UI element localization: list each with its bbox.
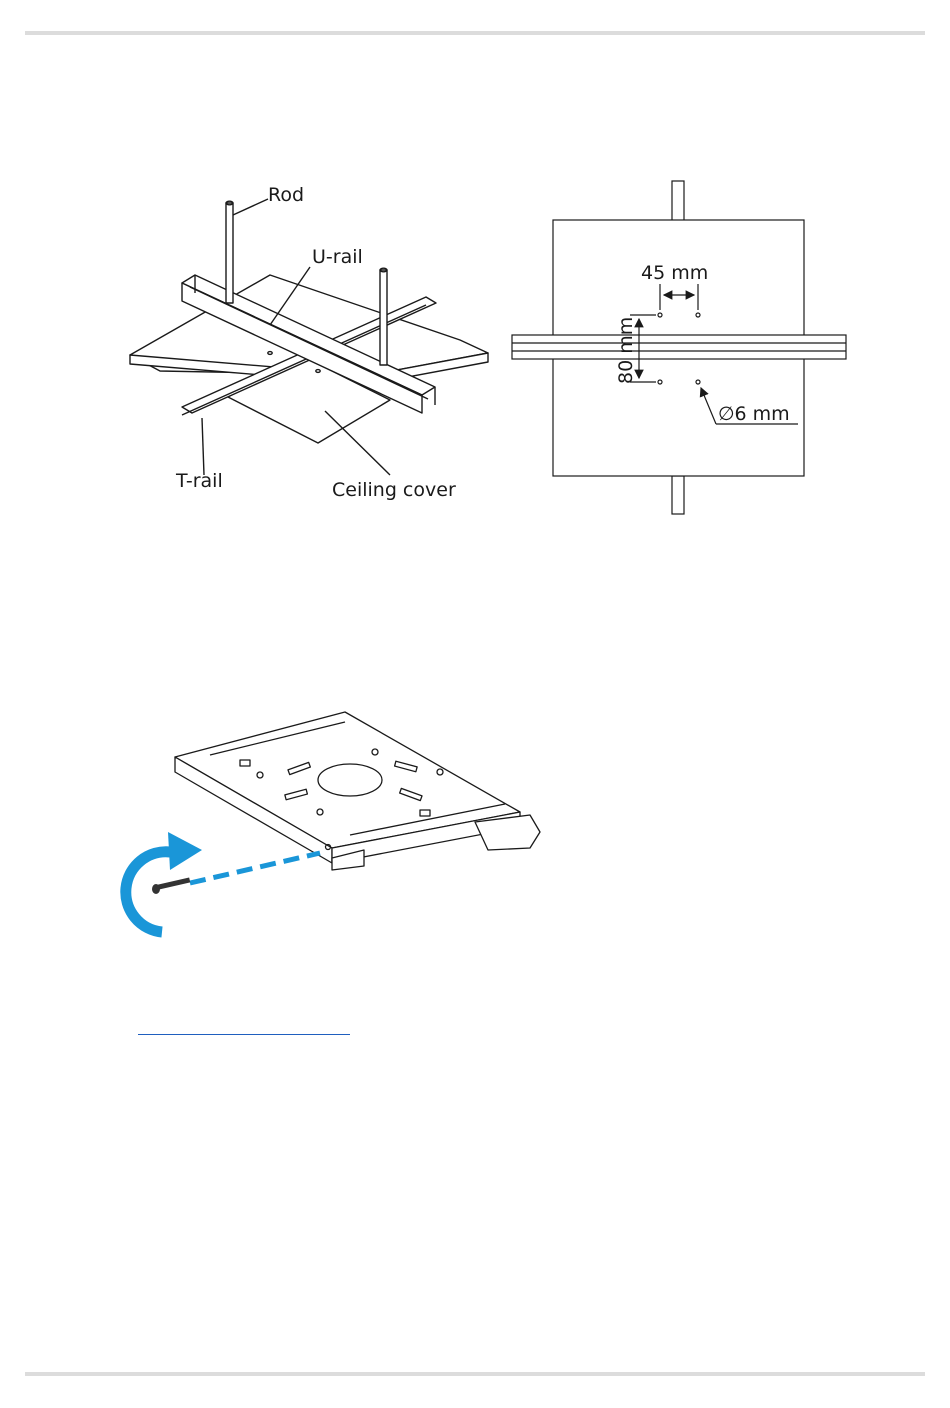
t-rail-label: T-rail — [175, 470, 223, 492]
dimension-diameter-label: ∅6 mm — [718, 403, 790, 425]
hyperlink-underline[interactable] — [138, 1034, 350, 1035]
screw-icon — [152, 877, 190, 894]
dimension-45mm-label: 45 mm — [641, 262, 708, 284]
ceiling-cover-label: Ceiling cover — [332, 479, 456, 501]
header-divider — [25, 31, 925, 35]
bracket-screw-figure — [120, 700, 550, 940]
rod-label: Rod — [268, 184, 304, 206]
hole-dimension-figure: 45 mm 80 mm ∅6 mm — [508, 178, 853, 518]
footer-divider — [25, 1372, 925, 1376]
screw-path-dashed-line — [190, 853, 320, 883]
bracket-screw-drawing — [120, 700, 550, 940]
dimension-80mm-label: 80 mm — [615, 317, 637, 384]
u-rail-label: U-rail — [312, 246, 363, 268]
ceiling-rail-drawing: Rod U-rail T-rail Ceiling cover — [120, 175, 500, 515]
ceiling-rail-figure: Rod U-rail T-rail Ceiling cover — [120, 175, 500, 515]
hole-dimension-drawing: 45 mm 80 mm ∅6 mm — [508, 178, 853, 518]
